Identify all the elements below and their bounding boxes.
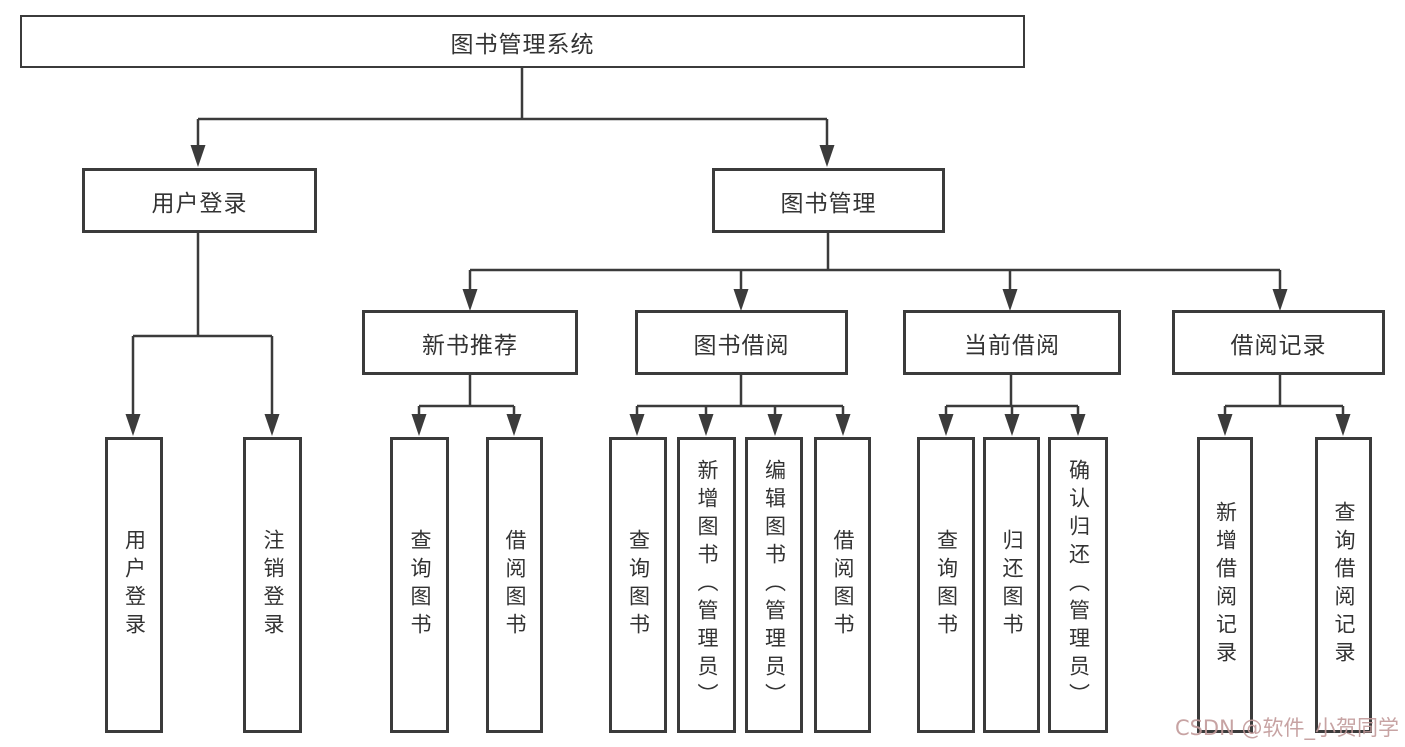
leaf-return-book: 归还图书: [983, 437, 1040, 733]
arrowhead-icon: [1002, 289, 1018, 311]
arrowhead-icon: [506, 414, 522, 436]
leaf-add-borrow-record: 新增借阅记录: [1197, 437, 1253, 733]
node-library-management-system: 图书管理系统: [20, 15, 1025, 68]
node-book-borrow: 图书借阅: [635, 310, 848, 375]
leaf-borrow-books: 借阅图书: [814, 437, 871, 733]
leaf-confirm-return-admin: 确认归还（管理员）: [1048, 437, 1108, 733]
leaf-query-books-borrow: 查询图书: [609, 437, 667, 733]
leaf-borrow-books-recommend: 借阅图书: [486, 437, 543, 733]
node-book-management: 图书管理: [712, 168, 945, 233]
leaf-query-books-recommend: 查询图书: [390, 437, 449, 733]
arrowhead-icon: [125, 414, 141, 436]
leaf-edit-book-admin: 编辑图书（管理员）: [745, 437, 803, 733]
arrowhead-icon: [698, 414, 714, 436]
node-new-book-recommend: 新书推荐: [362, 310, 578, 375]
arrowhead-icon: [1272, 289, 1288, 311]
arrowhead-icon: [190, 145, 206, 167]
leaf-query-borrow-record: 查询借阅记录: [1315, 437, 1372, 733]
arrowhead-icon: [462, 289, 478, 311]
arrowhead-icon: [1070, 414, 1086, 436]
arrowhead-icon: [733, 289, 749, 311]
leaf-logout-login: 注销登录: [243, 437, 302, 733]
leaf-add-book-admin: 新增图书（管理员）: [677, 437, 736, 733]
arrowhead-icon: [835, 414, 851, 436]
node-current-borrow: 当前借阅: [903, 310, 1121, 375]
node-borrow-records: 借阅记录: [1172, 310, 1385, 375]
arrowhead-icon: [1004, 414, 1020, 436]
arrowhead-icon: [767, 414, 783, 436]
arrowhead-icon: [264, 414, 280, 436]
arrowhead-icon: [1335, 414, 1351, 436]
arrowhead-icon: [411, 414, 427, 436]
arrowhead-icon: [938, 414, 954, 436]
arrowhead-icon: [629, 414, 645, 436]
leaf-query-books-current: 查询图书: [917, 437, 975, 733]
arrowhead-icon: [819, 145, 835, 167]
arrowhead-icon: [1217, 414, 1233, 436]
node-user-login: 用户登录: [82, 168, 317, 233]
leaf-user-login: 用户登录: [105, 437, 163, 733]
